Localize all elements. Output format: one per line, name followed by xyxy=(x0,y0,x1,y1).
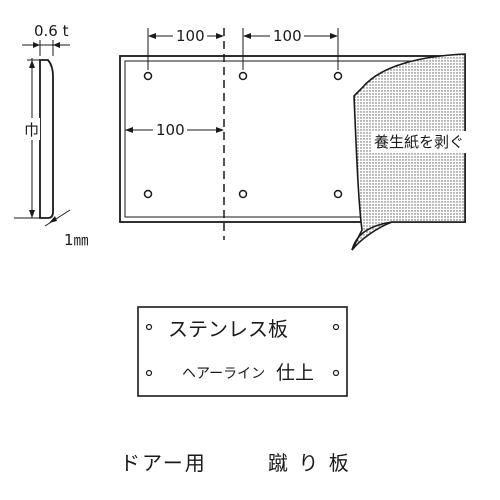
sign-line-1: ステンレス板 xyxy=(168,317,288,341)
top-dim-arrow xyxy=(216,33,224,39)
peel-label: 養生紙を剥ぐ xyxy=(374,133,464,151)
paper-fold-curl xyxy=(351,221,393,251)
top-dim-arrow xyxy=(148,33,156,39)
screw-hole xyxy=(333,71,343,81)
screw-hole xyxy=(143,189,153,199)
edge-leader-line xyxy=(44,209,71,227)
top-dim-label-bg-left xyxy=(173,27,207,45)
sign-screw xyxy=(145,323,153,331)
figure-caption: ドアー用 蹴 り 板 xyxy=(120,451,351,475)
width-label: 巾 xyxy=(24,121,39,139)
thickness-arrow-left xyxy=(33,42,40,48)
sign-screw xyxy=(145,369,153,377)
sign-line-2-suffix: 仕上 xyxy=(276,362,314,384)
edge-arrow xyxy=(49,216,57,223)
sign-outline xyxy=(137,306,348,397)
left-dim-label: 100 xyxy=(156,121,185,139)
sign-line-2-finish: ヘアーライン xyxy=(182,366,265,382)
sign-screw xyxy=(332,323,340,331)
peel-label-bg xyxy=(372,131,474,153)
plate-view: 養生紙を剥ぐ 100 100 100 xyxy=(119,27,474,251)
top-dim-arrow xyxy=(330,33,338,39)
left-dim-arrow xyxy=(216,127,224,133)
width-arrow-top xyxy=(29,60,35,68)
caption-part-2: 蹴 り 板 xyxy=(268,451,351,475)
side-view: 0.6 t 巾 1㎜ xyxy=(14,22,89,249)
screw-holes xyxy=(143,71,343,199)
left-dim-label-bg xyxy=(153,121,187,139)
width-label-gap xyxy=(24,118,40,140)
thickness-arrow-right xyxy=(53,42,60,48)
sign-screw xyxy=(332,369,340,377)
top-dim-label-right: 100 xyxy=(273,27,302,45)
screw-hole xyxy=(143,71,153,81)
left-dim-arrow xyxy=(125,127,133,133)
thickness-label: 0.6 t xyxy=(34,22,69,40)
top-dim-label-bg-right xyxy=(270,27,304,45)
top-dim-label-left: 100 xyxy=(176,27,205,45)
material-sign: ステンレス板 ヘアーライン 仕上 xyxy=(137,306,348,397)
edge-label: 1㎜ xyxy=(64,231,89,249)
plate-profile xyxy=(39,59,54,219)
top-dim-arrow xyxy=(243,33,251,39)
screw-hole xyxy=(333,189,343,199)
width-arrow-bottom xyxy=(29,210,35,218)
screw-hole xyxy=(238,71,248,81)
caption-part-1: ドアー用 xyxy=(120,451,207,475)
screw-hole xyxy=(238,189,248,199)
